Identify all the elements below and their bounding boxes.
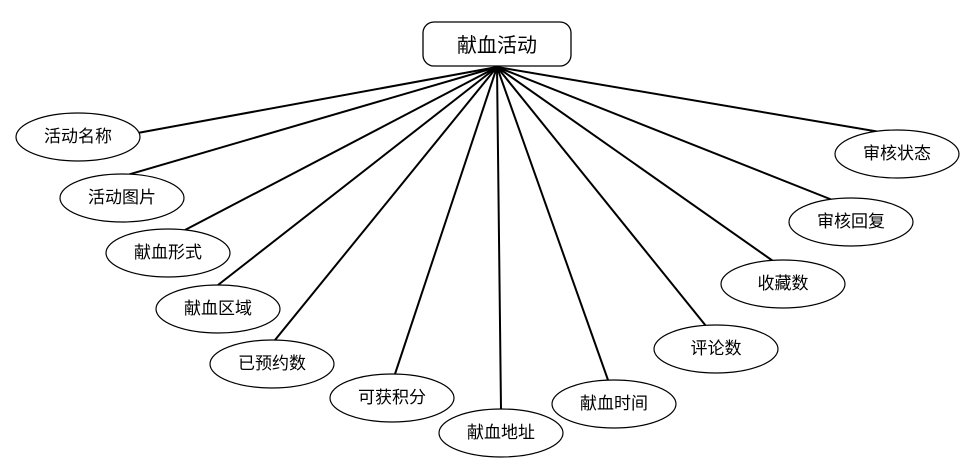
root-entity: 献血活动 <box>422 21 572 67</box>
attribute-ellipse-review-reply <box>788 197 914 247</box>
root-entity-box <box>422 21 572 67</box>
attribute-label-activity-name: 活动名称 <box>44 127 112 147</box>
attribute-label-donation-form: 献血形式 <box>134 243 202 263</box>
attribute-label-review-status: 审核状态 <box>863 144 931 164</box>
attribute-node-review-status: 审核状态 <box>834 129 960 179</box>
attribute-label-activity-image: 活动图片 <box>88 188 156 208</box>
attribute-node-activity-image: 活动图片 <box>59 173 185 223</box>
attribute-ellipse-favorite-count <box>720 259 846 309</box>
attribute-label-donation-region: 献血区域 <box>184 299 252 319</box>
attribute-ellipse-comment-count <box>653 324 779 374</box>
attribute-node-donation-address: 献血地址 <box>438 408 564 458</box>
connector-line-activity-image <box>126 66 498 176</box>
attribute-label-favorite-count: 收藏数 <box>758 274 809 294</box>
connector-line-favorite-count <box>496 66 774 262</box>
connector-line-donation-form <box>184 66 498 231</box>
connector-line-review-status <box>496 66 881 133</box>
connector-line-comment-count <box>496 66 707 327</box>
attribute-node-donation-time: 献血时间 <box>551 379 677 429</box>
attribute-label-donation-address: 献血地址 <box>467 423 535 443</box>
attribute-ellipse-points <box>329 373 455 423</box>
attribute-node-points: 可获积分 <box>329 373 455 423</box>
attribute-ellipse-donation-time <box>551 379 677 429</box>
connector-line-reserved-count <box>274 66 498 341</box>
connector-line-review-reply <box>496 66 836 202</box>
attribute-node-review-reply: 审核回复 <box>788 197 914 247</box>
attribute-node-favorite-count: 收藏数 <box>720 259 846 309</box>
connector-line-points <box>394 66 498 375</box>
attribute-label-comment-count: 评论数 <box>691 339 742 359</box>
connector-line-donation-address <box>496 66 502 410</box>
attribute-ellipse-activity-name <box>15 112 141 162</box>
attribute-ellipse-donation-form <box>105 228 231 278</box>
attribute-node-comment-count: 评论数 <box>653 324 779 374</box>
connector-lines <box>33 66 881 410</box>
connector-line-donation-time <box>496 66 609 381</box>
attribute-label-points: 可获积分 <box>358 388 426 408</box>
attribute-label-review-reply: 审核回复 <box>817 212 885 232</box>
attribute-ellipse-donation-region <box>155 284 281 334</box>
attribute-ellipse-reserved-count <box>209 339 335 389</box>
attribute-node-donation-region: 献血区域 <box>155 284 281 334</box>
attribute-ellipse-activity-image <box>59 173 185 223</box>
attribute-ellipse-review-status <box>834 129 960 179</box>
attribute-node-donation-form: 献血形式 <box>105 228 231 278</box>
attribute-node-reserved-count: 已预约数 <box>209 339 335 389</box>
attribute-ellipse-donation-address <box>438 408 564 458</box>
attribute-node-activity-name: 活动名称 <box>15 112 141 162</box>
root-entity-label: 献血活动 <box>457 33 537 57</box>
attribute-label-donation-time: 献血时间 <box>580 394 648 414</box>
attribute-label-reserved-count: 已预约数 <box>238 354 306 374</box>
connector-line-donation-region <box>217 66 498 286</box>
